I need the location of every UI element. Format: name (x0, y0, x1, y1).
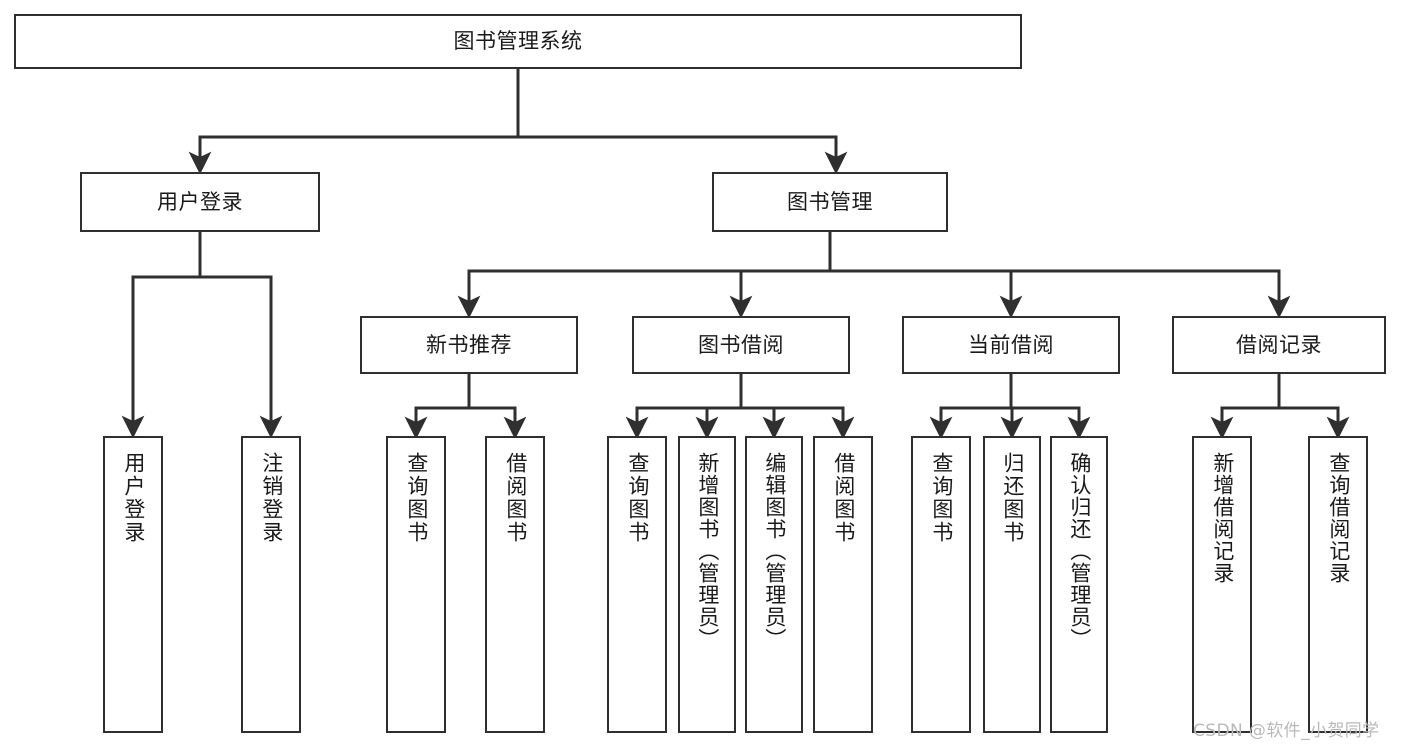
node-leaf-borrow-book-1-label: 借阅图书 (503, 452, 528, 544)
node-new-book-recommend-label: 新书推荐 (426, 332, 512, 357)
node-leaf-add-record[interactable]: 新增借阅记录 (1192, 436, 1252, 733)
node-leaf-confirm-return[interactable]: 确认归还（管理员） (1050, 436, 1108, 733)
node-leaf-add-book-label: 新增图书（管理员） (695, 452, 720, 650)
node-leaf-logout-label: 注销登录 (259, 452, 284, 544)
node-current-borrow[interactable]: 当前借阅 (902, 316, 1120, 374)
node-leaf-user-login-label: 用户登录 (121, 452, 146, 544)
node-borrow-record-label: 借阅记录 (1236, 332, 1322, 357)
node-leaf-query-book-2[interactable]: 查询图书 (607, 436, 667, 733)
node-user-login[interactable]: 用户登录 (80, 172, 320, 232)
node-leaf-return-book-label: 归还图书 (1000, 452, 1025, 544)
node-leaf-query-book-3[interactable]: 查询图书 (911, 436, 971, 733)
node-leaf-query-book-1[interactable]: 查询图书 (386, 436, 446, 733)
node-leaf-query-record-label: 查询借阅记录 (1326, 452, 1351, 584)
node-leaf-query-book-3-label: 查询图书 (929, 452, 954, 544)
node-book-borrow[interactable]: 图书借阅 (632, 316, 850, 374)
node-leaf-add-record-label: 新增借阅记录 (1210, 452, 1235, 584)
node-new-book-recommend[interactable]: 新书推荐 (360, 316, 578, 374)
node-book-borrow-label: 图书借阅 (698, 332, 784, 357)
node-user-login-label: 用户登录 (157, 189, 243, 214)
node-leaf-add-book[interactable]: 新增图书（管理员） (678, 436, 736, 733)
node-borrow-record[interactable]: 借阅记录 (1172, 316, 1386, 374)
node-root-label: 图书管理系统 (453, 29, 583, 54)
node-root[interactable]: 图书管理系统 (14, 14, 1022, 69)
node-leaf-query-record[interactable]: 查询借阅记录 (1308, 436, 1368, 733)
node-leaf-borrow-book-2[interactable]: 借阅图书 (813, 436, 873, 733)
node-current-borrow-label: 当前借阅 (968, 332, 1054, 357)
node-leaf-borrow-book-2-label: 借阅图书 (831, 452, 856, 544)
node-leaf-logout[interactable]: 注销登录 (241, 436, 301, 733)
node-leaf-edit-book[interactable]: 编辑图书（管理员） (745, 436, 803, 733)
node-leaf-user-login[interactable]: 用户登录 (103, 436, 163, 733)
node-leaf-confirm-return-label: 确认归还（管理员） (1067, 452, 1092, 650)
node-leaf-borrow-book-1[interactable]: 借阅图书 (485, 436, 545, 733)
node-leaf-return-book[interactable]: 归还图书 (983, 436, 1041, 733)
node-leaf-query-book-2-label: 查询图书 (625, 452, 650, 544)
node-book-manage-label: 图书管理 (787, 189, 873, 214)
node-leaf-edit-book-label: 编辑图书（管理员） (762, 452, 787, 650)
node-leaf-query-book-1-label: 查询图书 (404, 452, 429, 544)
node-book-manage[interactable]: 图书管理 (712, 172, 948, 232)
csdn-watermark: CSDN @软件_小贺同学 (1193, 721, 1380, 741)
